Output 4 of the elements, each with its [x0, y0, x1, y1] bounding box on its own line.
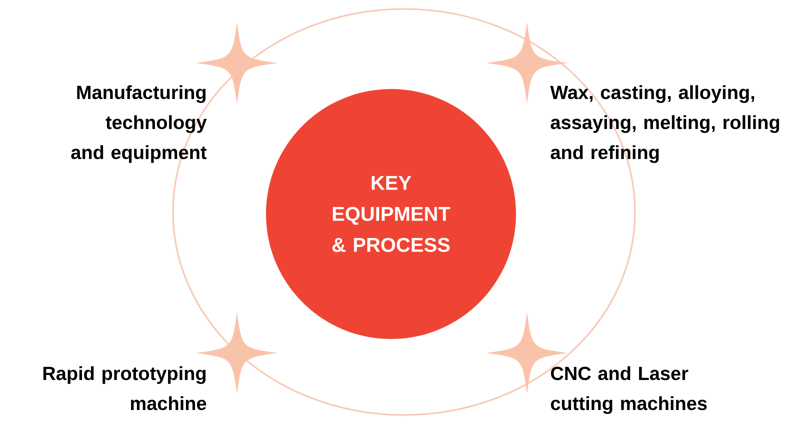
label-text: Wax, casting, alloying, assaying, melting, rolling and refining	[550, 85, 780, 163]
label-text: Manufacturing technology and equipment	[71, 85, 207, 163]
label-text: Rapid prototyping machine	[43, 366, 206, 410]
label-text: CNC and Laser cutting machines	[550, 366, 707, 414]
